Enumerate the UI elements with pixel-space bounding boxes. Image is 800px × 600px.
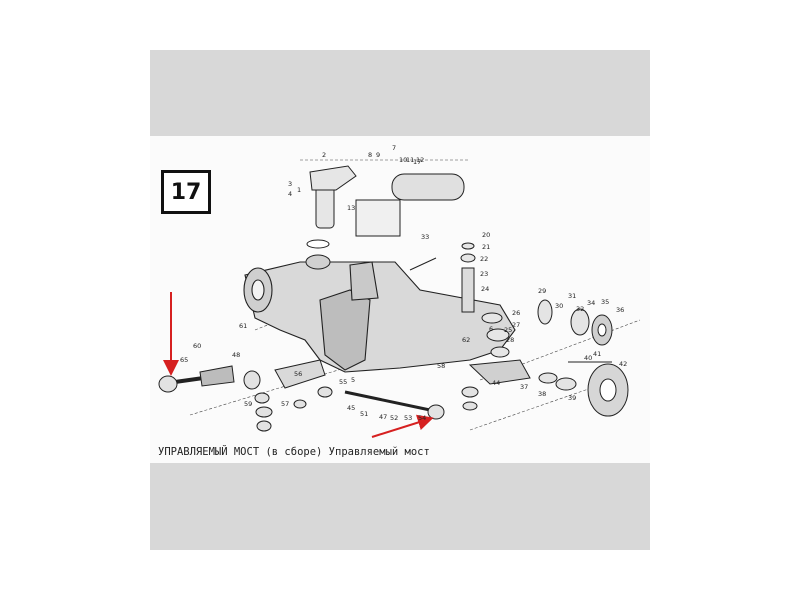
red-arrows <box>163 292 434 438</box>
part-number-label: 54 <box>418 414 426 422</box>
part-number-label: 58 <box>437 362 445 370</box>
part-number-label: 62 <box>462 336 470 344</box>
part-number-label: 37 <box>520 383 528 391</box>
part-number-label: 29 <box>538 287 546 295</box>
part-number-label: 8 <box>368 151 372 159</box>
part-number-label: 39 <box>568 394 576 402</box>
part-number-label: 28 <box>506 336 514 344</box>
part-number-label: 27 <box>512 321 520 329</box>
diagram-caption: УПРАВЛЯЕМЫЙ МОСТ (в сборе) Управляемый м… <box>158 446 430 458</box>
part-number-label: 55 <box>339 378 347 386</box>
tie-rod-linkage <box>158 359 479 432</box>
axle-beam <box>243 261 516 373</box>
part-number-label: 5 <box>351 376 355 384</box>
part-number-label: 30 <box>555 302 563 310</box>
figure-number-badge: 17 <box>161 170 211 214</box>
part-number-label: 57 <box>281 400 289 408</box>
part-number-label: 6 <box>489 325 493 333</box>
part-number-label: 23 <box>480 270 488 278</box>
part-number-label: 31 <box>568 292 576 300</box>
part-number-label: 48 <box>232 351 240 359</box>
part-number-label: 42 <box>619 360 627 368</box>
bottom-gray-band <box>150 463 650 550</box>
part-number-label: 40 <box>584 354 592 362</box>
part-number-label: 36 <box>616 306 624 314</box>
king-pin-assembly <box>305 165 465 271</box>
part-number-label: 60 <box>193 342 201 350</box>
part-number-label: 2 <box>322 151 326 159</box>
part-number-label: 61 <box>239 322 247 330</box>
part-number-label: 44 <box>492 379 500 387</box>
part-number-label: 11 <box>406 156 414 164</box>
part-number-label: 9 <box>376 151 380 159</box>
part-number-label: 4 <box>288 190 292 198</box>
part-number-label: 17 <box>413 158 421 166</box>
part-number-label: 59 <box>244 400 252 408</box>
part-number-label: 13 <box>347 204 355 212</box>
part-number-label: 22 <box>480 255 488 263</box>
red-arrow-right <box>371 414 434 438</box>
part-number-label: 32 <box>576 305 584 313</box>
part-number-label: 34 <box>587 299 595 307</box>
part-number-label: 24 <box>481 285 489 293</box>
part-number-label: 1 <box>297 186 301 194</box>
wheel-hub <box>537 299 629 417</box>
part-number-label: 25 <box>504 326 512 334</box>
part-number-label: 35 <box>601 298 609 306</box>
part-number-label: 3 <box>288 180 292 188</box>
part-number-label: 51 <box>360 410 368 418</box>
part-number-label: 10 <box>399 156 407 164</box>
part-number-label: 47 <box>379 413 387 421</box>
part-number-label: 52 <box>390 414 398 422</box>
top-gray-band <box>150 50 650 136</box>
part-number-label: 56 <box>294 370 302 378</box>
part-number-label: 53 <box>404 414 412 422</box>
part-number-label: 7 <box>392 144 396 152</box>
part-number-label: 41 <box>593 350 601 358</box>
part-number-label: 21 <box>482 243 490 251</box>
part-number-label: 20 <box>482 231 490 239</box>
part-number-label: 12 <box>416 156 424 164</box>
part-number-label: 33 <box>421 233 429 241</box>
part-number-label: 45 <box>347 404 355 412</box>
right-king-pin-stack <box>460 242 531 385</box>
part-number-label: 38 <box>538 390 546 398</box>
part-number-label: 65 <box>180 356 188 364</box>
part-number-label: 26 <box>512 309 520 317</box>
